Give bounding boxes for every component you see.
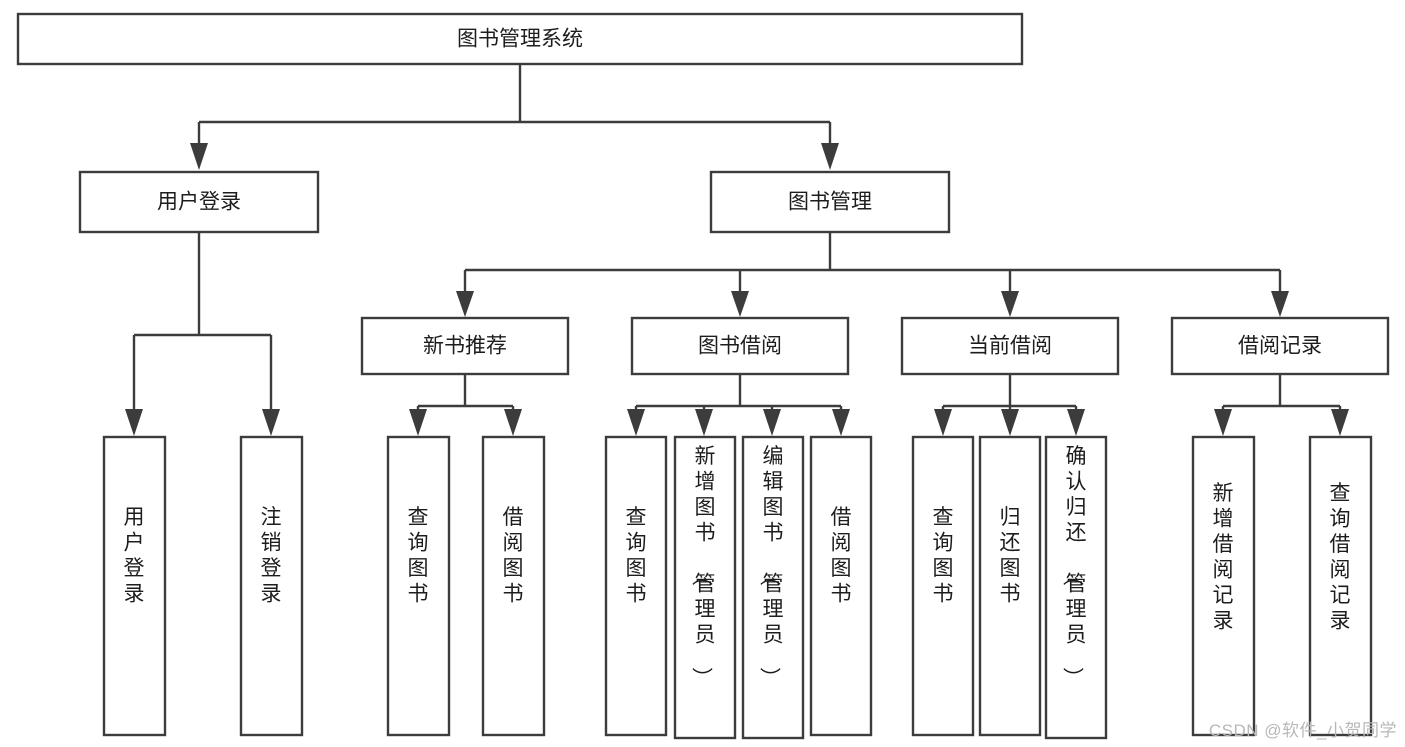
arrow-head-icon <box>456 291 474 317</box>
arrow-head-icon <box>695 409 713 436</box>
arrow-head-icon <box>627 409 645 436</box>
arrow-head-icon <box>125 409 143 436</box>
arrow-head-icon <box>1001 409 1019 436</box>
node-label: 图书管理系统 <box>457 28 583 51</box>
node-leaf-edit-book-admin[interactable]: 编辑图书（管理员） <box>741 435 805 740</box>
arrow-head-icon <box>190 143 208 170</box>
node-label: 借阅记录 <box>1238 335 1322 358</box>
node-label: 当前借阅 <box>968 335 1052 358</box>
connector-book-borrow-to-leaves <box>627 374 850 436</box>
node-box <box>360 316 570 376</box>
node-borrow-record[interactable]: 借阅记录 <box>1170 316 1390 376</box>
connector-current-borrow-to-leaves <box>934 374 1085 436</box>
node-box <box>1308 435 1373 737</box>
node-box <box>1044 435 1108 740</box>
arrow-head-icon <box>934 409 952 436</box>
node-box <box>741 435 805 740</box>
node-leaf-query-book-1[interactable]: 查询图书 <box>386 435 451 737</box>
arrow-head-icon <box>1271 291 1289 317</box>
arrow-head-icon <box>763 409 781 436</box>
node-box <box>709 170 951 234</box>
node-user-login[interactable]: 用户登录 <box>78 170 320 234</box>
node-box <box>102 435 167 737</box>
node-box <box>978 435 1042 737</box>
node-label: 查询图书 <box>408 506 429 606</box>
node-leaf-query-book-3[interactable]: 查询图书 <box>911 435 975 737</box>
node-label: 借阅图书 <box>831 506 852 606</box>
node-box <box>78 170 320 234</box>
node-leaf-borrow-book-1[interactable]: 借阅图书 <box>481 435 546 737</box>
connector-root-to-level1 <box>190 64 839 170</box>
node-label: 查询图书 <box>933 506 954 606</box>
node-book-management[interactable]: 图书管理 <box>709 170 951 234</box>
node-book-borrow[interactable]: 图书借阅 <box>630 316 850 376</box>
arrow-head-icon <box>1001 291 1019 317</box>
node-label: 图书管理 <box>788 191 872 214</box>
node-leaf-borrow-book-2[interactable]: 借阅图书 <box>809 435 873 737</box>
node-box <box>900 316 1120 376</box>
arrow-head-icon <box>262 409 280 436</box>
node-leaf-user-login[interactable]: 用户登录 <box>102 435 167 737</box>
node-box <box>604 435 668 737</box>
node-label: 借阅图书 <box>503 506 524 606</box>
node-label: 新增借阅记录 <box>1213 482 1234 633</box>
node-leaf-query-book-2[interactable]: 查询图书 <box>604 435 668 737</box>
arrow-head-icon <box>821 143 839 170</box>
node-leaf-add-borrow-record[interactable]: 新增借阅记录 <box>1191 435 1256 737</box>
node-box <box>239 435 304 737</box>
node-leaf-query-borrow-record[interactable]: 查询借阅记录 <box>1308 435 1373 737</box>
node-root-system[interactable]: 图书管理系统 <box>16 12 1024 66</box>
node-box <box>911 435 975 737</box>
node-box <box>481 435 546 737</box>
arrow-head-icon <box>832 409 850 436</box>
node-box <box>809 435 873 737</box>
node-label: 查询图书 <box>626 506 647 606</box>
node-leaf-add-book-admin[interactable]: 新增图书（管理员） <box>673 435 737 740</box>
arrow-head-icon <box>1067 409 1085 436</box>
arrow-head-icon <box>1331 409 1349 436</box>
node-label: 注销登录 <box>261 506 282 606</box>
node-box <box>1170 316 1390 376</box>
node-box <box>16 12 1024 66</box>
node-box <box>386 435 451 737</box>
node-leaf-logout-login[interactable]: 注销登录 <box>239 435 304 737</box>
arrow-head-icon <box>409 409 427 436</box>
connector-new-book-recommend-to-leaves <box>409 374 522 436</box>
node-label: 确认归还（管理员） <box>1061 445 1087 688</box>
arrow-head-icon <box>731 291 749 317</box>
node-box <box>630 316 850 376</box>
node-label: 查询借阅记录 <box>1330 482 1351 633</box>
node-leaf-confirm-return-admin[interactable]: 确认归还（管理员） <box>1044 435 1108 740</box>
arrow-head-icon <box>1214 409 1232 436</box>
node-box <box>673 435 737 740</box>
node-new-book-recommend[interactable]: 新书推荐 <box>360 316 570 376</box>
node-box <box>1191 435 1256 737</box>
connector-borrow-record-to-leaves <box>1214 374 1349 436</box>
node-label: 新书推荐 <box>423 335 507 358</box>
connector-user-login-to-leaves <box>125 232 280 436</box>
node-label: 编辑图书（管理员） <box>758 445 784 688</box>
arrow-head-icon <box>504 409 522 436</box>
node-label: 新增图书（管理员） <box>690 445 716 688</box>
node-label: 用户登录 <box>124 506 145 606</box>
node-current-borrow[interactable]: 当前借阅 <box>900 316 1120 376</box>
node-leaf-return-book[interactable]: 归还图书 <box>978 435 1042 737</box>
node-label: 图书借阅 <box>698 335 782 358</box>
connector-book-management-to-level2 <box>456 232 1289 317</box>
node-label: 用户登录 <box>157 191 241 214</box>
node-label: 归还图书 <box>1000 506 1021 606</box>
